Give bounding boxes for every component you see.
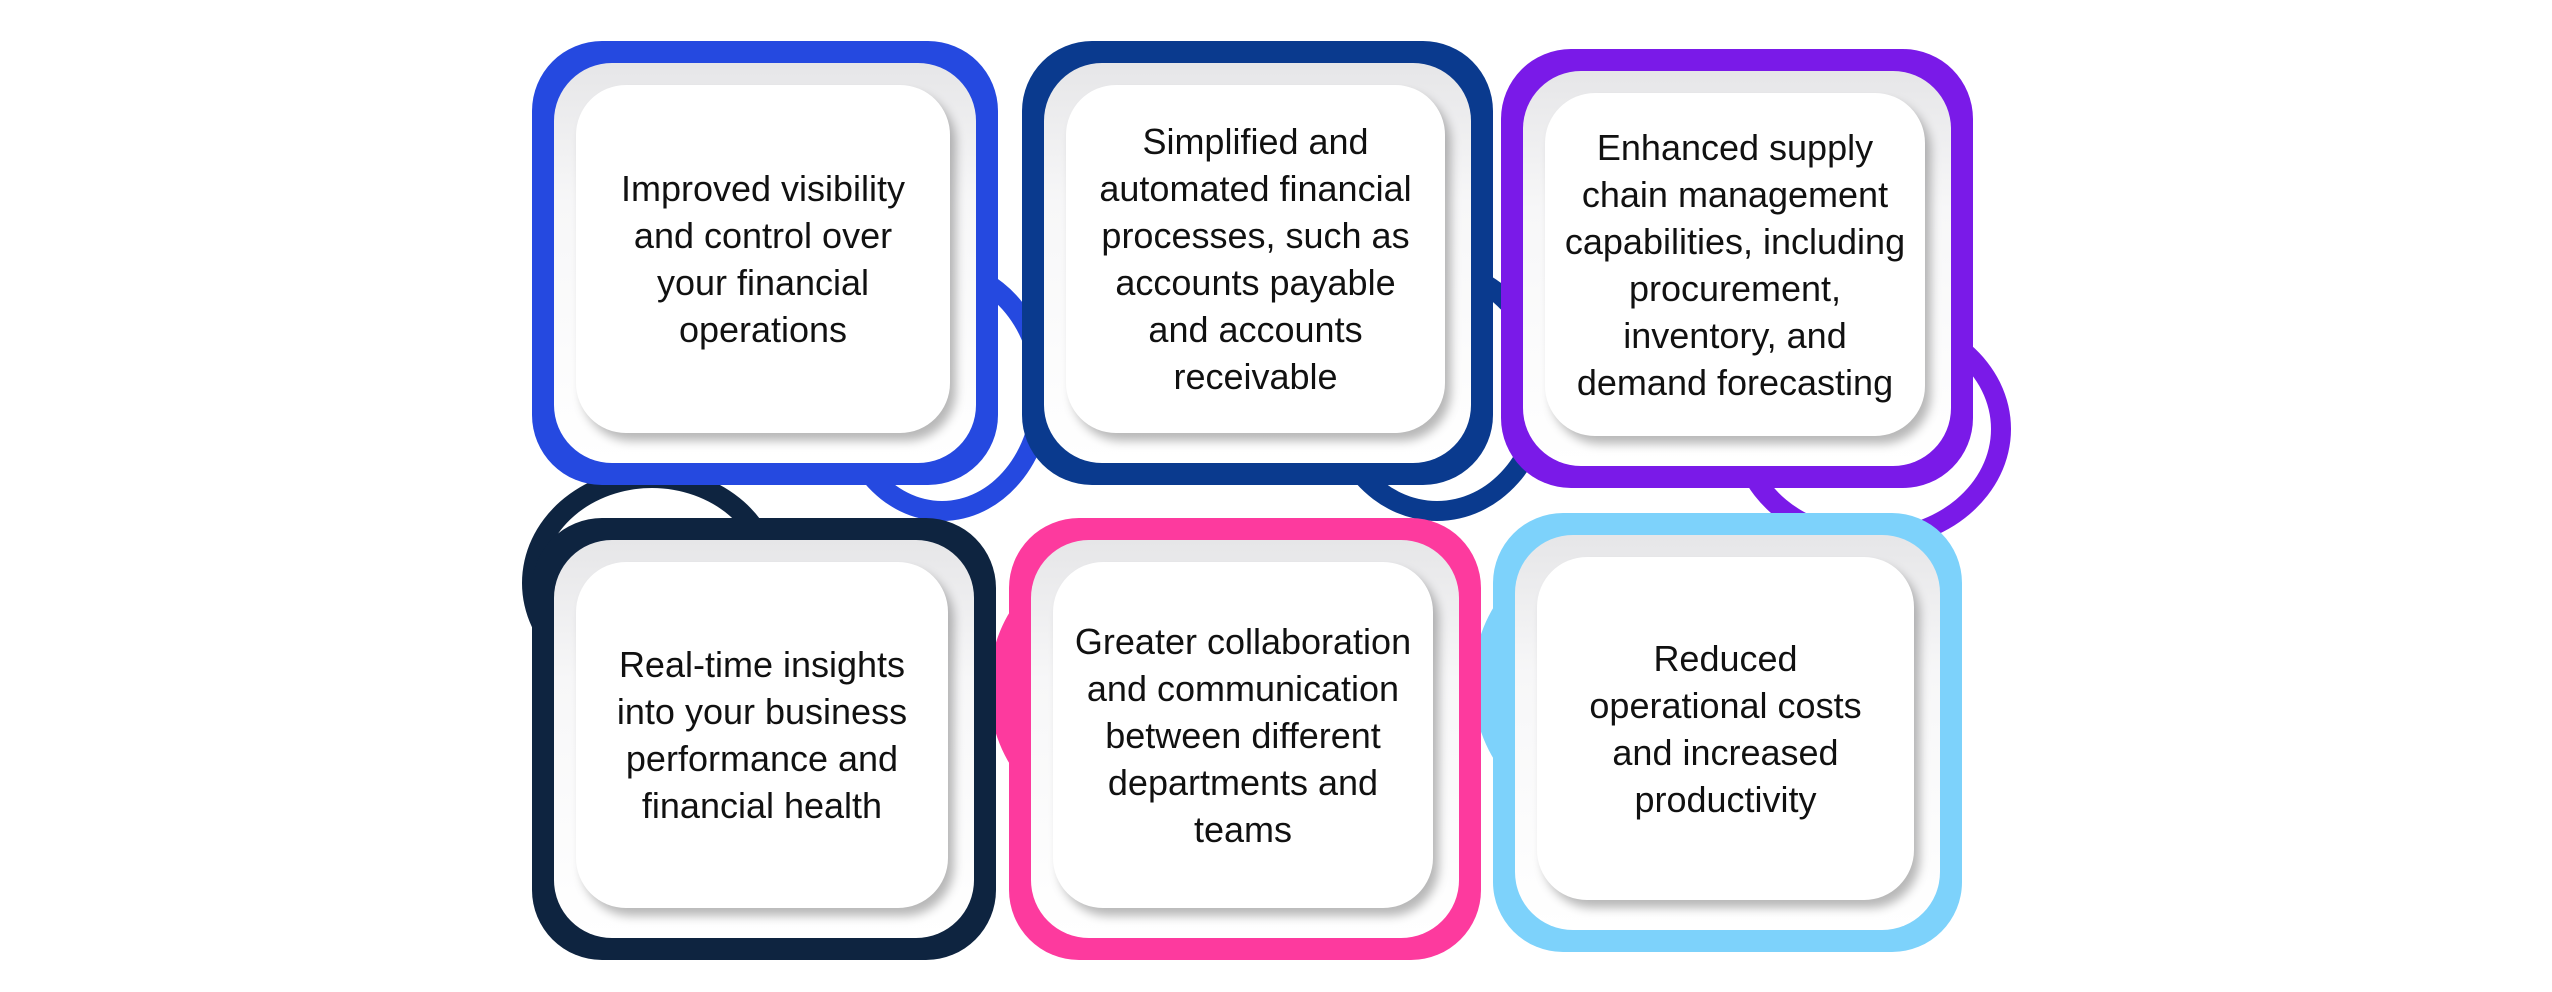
benefit-card-collaboration: Greater collaboration and communication … [989, 518, 1481, 960]
card-border: Improved visibility and control over you… [532, 41, 998, 485]
card-border: Real-time insights into your business pe… [532, 518, 996, 960]
card-text: Simplified and automated financial proce… [1099, 121, 1412, 397]
benefit-card-automation: Simplified and automated financial proce… [1022, 41, 1552, 521]
benefit-card-supply-chain: Enhanced supply chain management capabil… [1501, 49, 2011, 549]
benefit-card-visibility: Improved visibility and control over you… [532, 41, 1052, 521]
card-text: Improved visibility and control over you… [620, 168, 906, 350]
card-border: Greater collaboration and communication … [1009, 518, 1481, 960]
benefit-card-costs: Reduced operational costs and increased … [1473, 513, 1962, 952]
card-text: Enhanced supply chain management capabil… [1564, 126, 1906, 403]
card-border: Enhanced supply chain management capabil… [1501, 49, 1973, 488]
benefit-card-insights: Real-time insights into your business pe… [522, 468, 996, 960]
card-border: Simplified and automated financial proce… [1022, 41, 1493, 485]
card-text: Greater collaboration and communication … [1074, 620, 1412, 850]
card-text: Reduced operational costs and increased … [1589, 637, 1862, 820]
card-border: Reduced operational costs and increased … [1493, 513, 1962, 952]
card-text: Real-time insights into your business pe… [616, 644, 908, 826]
